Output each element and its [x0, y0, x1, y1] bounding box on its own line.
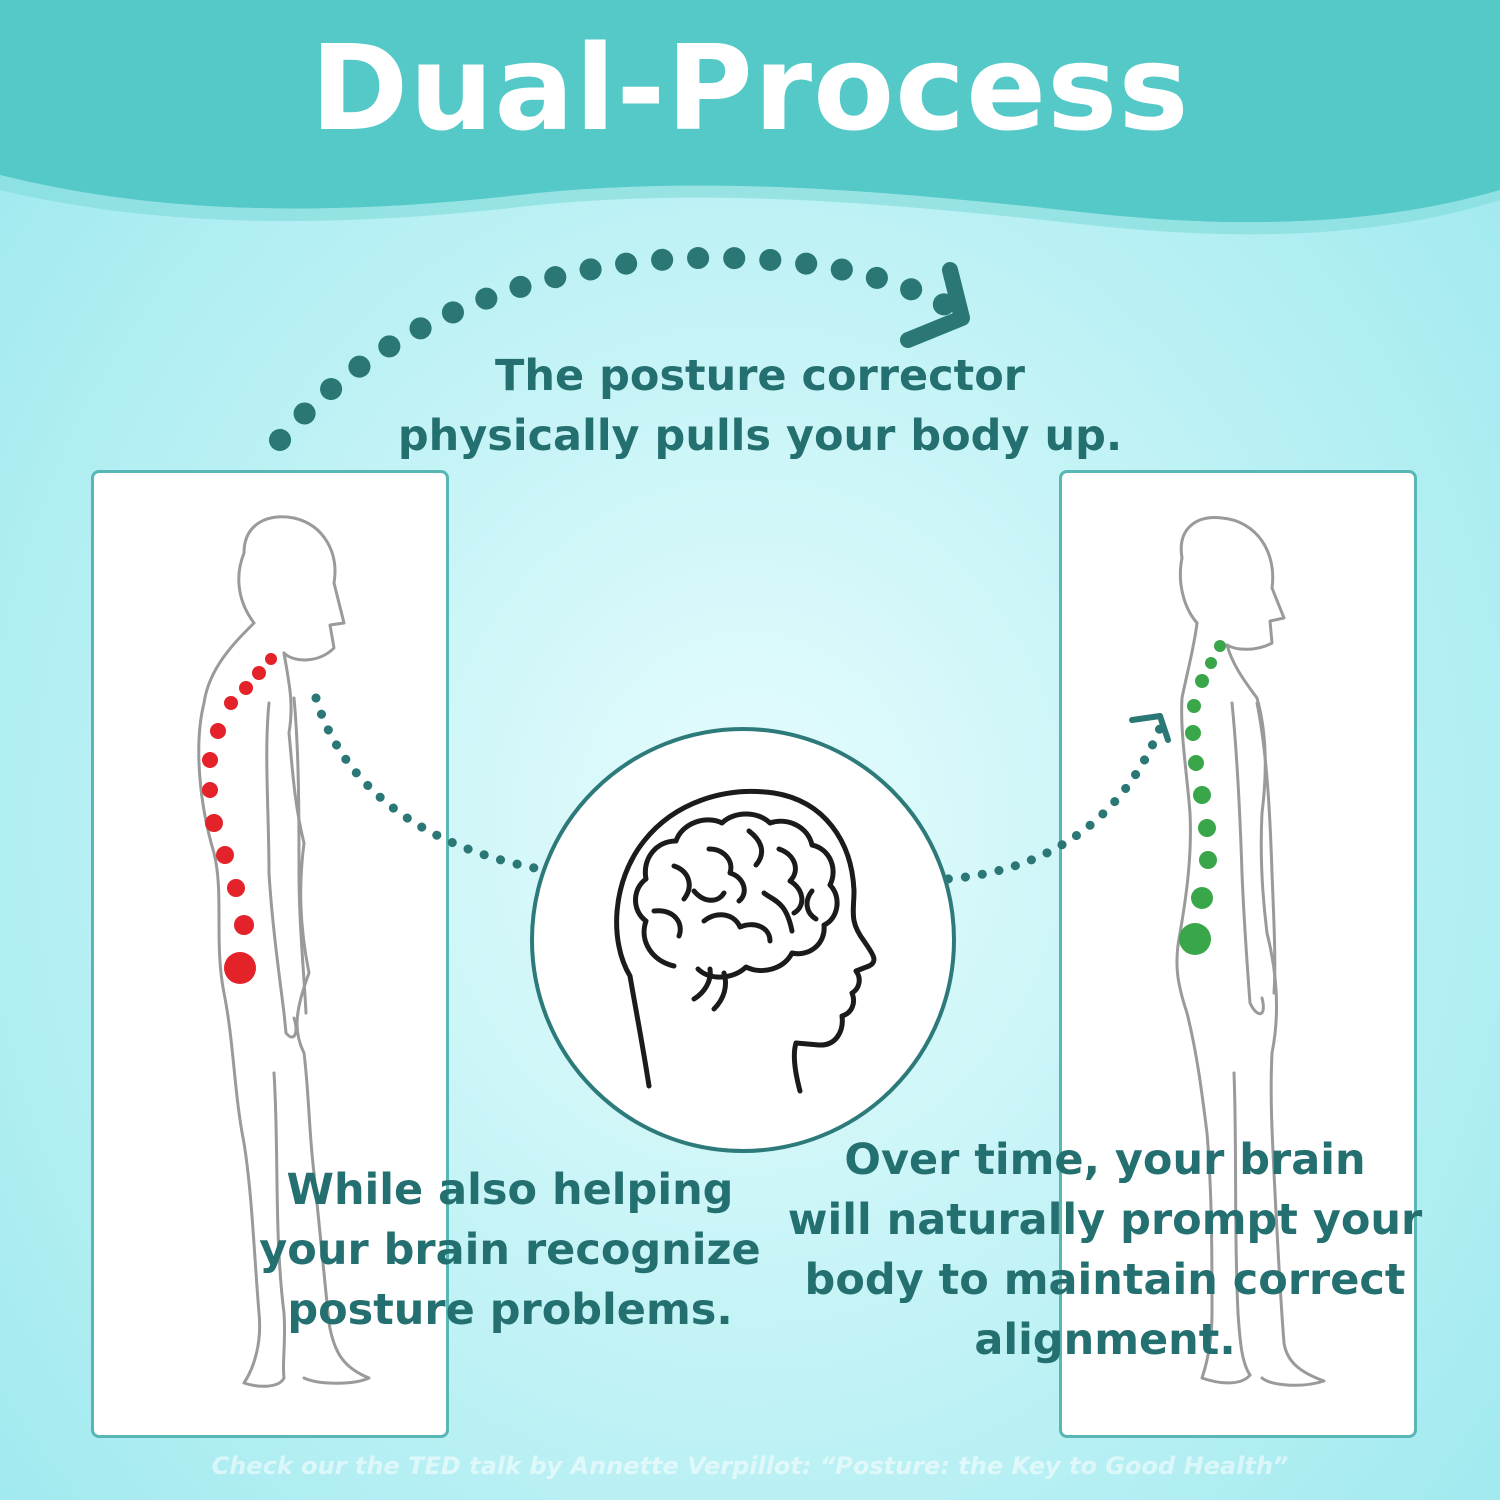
brain-head-icon: [614, 788, 877, 1094]
top-arc-arrow: [269, 246, 956, 451]
right-caption-line: alignment.: [974, 1315, 1236, 1365]
right-caption: Over time, your brain will naturally pro…: [780, 1130, 1430, 1370]
page-title: Dual-Process: [310, 19, 1190, 157]
top-arrowhead: [900, 262, 970, 348]
upright-person-figure: [1175, 516, 1326, 1387]
left-to-brain-arrow: [311, 693, 595, 881]
right-panel: [1059, 470, 1417, 1438]
right-caption-line: Over time, your brain: [844, 1135, 1366, 1185]
header-banner: [0, 0, 1500, 235]
brain-circle: [530, 727, 956, 1153]
misaligned-spine-dots: [202, 653, 277, 984]
aligned-spine-dots: [1179, 640, 1226, 955]
left-caption-line: your brain recognize: [259, 1225, 761, 1275]
right-caption-line: body to maintain correct: [804, 1255, 1406, 1305]
top-caption-line: The posture corrector: [495, 351, 1025, 401]
left-caption: While also helping your brain recognize …: [250, 1160, 770, 1340]
right-caption-line: will naturally prompt your: [787, 1195, 1423, 1245]
slouched-person-figure: [197, 515, 371, 1388]
left-panel: [91, 470, 449, 1438]
left-caption-line: While also helping: [286, 1165, 734, 1215]
top-caption-line: physically pulls your body up.: [397, 411, 1123, 461]
left-caption-line: posture problems.: [287, 1285, 733, 1335]
right-arrowhead: [1129, 713, 1171, 743]
top-caption: The posture corrector physically pulls y…: [380, 346, 1140, 466]
footnote: Check our the TED talk by Annette Verpil…: [211, 1452, 1289, 1480]
